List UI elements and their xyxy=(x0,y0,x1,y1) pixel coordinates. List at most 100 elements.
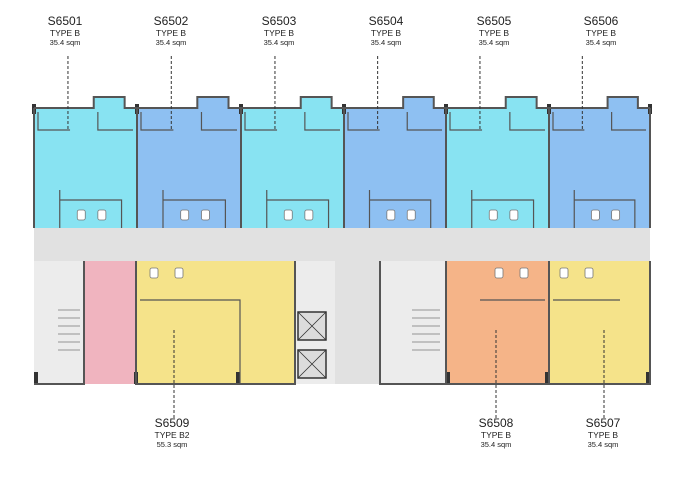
unit-s6502-inner-wall xyxy=(140,112,174,131)
unit-code: S6503 xyxy=(261,14,297,28)
unit-type: TYPE B xyxy=(370,28,402,38)
toilet-fixture xyxy=(201,209,210,221)
stair-left xyxy=(34,261,84,384)
unit-s6504-inner-wall xyxy=(347,112,380,131)
toilet-fixture xyxy=(488,209,498,221)
unit-s6504-bath-wall xyxy=(368,190,432,228)
unit-s6502-fill xyxy=(137,108,241,228)
unit-code: S6509 xyxy=(154,416,190,430)
unit-s6509-wall xyxy=(135,261,296,385)
unit-s6505-bath-wall xyxy=(471,190,535,228)
unit-s6503-fill xyxy=(241,108,344,228)
unit-type: TYPE B xyxy=(480,430,512,440)
unit-s6503-inner-wall xyxy=(244,112,278,131)
unit-label-s6503: S6503 TYPE B 35.4 sqm xyxy=(234,14,324,48)
toilet-fixture xyxy=(584,267,594,279)
top-units xyxy=(34,97,650,228)
unit-s6503-bath-wall xyxy=(266,190,330,228)
toilet-fixture xyxy=(97,209,107,221)
unit-s6501-bay xyxy=(93,97,125,109)
unit-code: S6506 xyxy=(583,14,619,28)
unit-s6501-bath-wall xyxy=(59,190,123,228)
toilet-fixture xyxy=(519,267,529,279)
unit-s6506-top-wall xyxy=(549,96,650,109)
unit-type: TYPE B xyxy=(49,28,81,38)
unit-area: 35.4 sqm xyxy=(49,38,81,47)
corridor xyxy=(34,228,650,261)
unit-code: S6501 xyxy=(47,14,83,28)
unit-east-wall xyxy=(446,261,651,385)
unit-code: S6508 xyxy=(478,416,514,430)
toilet-fixture xyxy=(304,209,314,221)
toilet-fixture xyxy=(149,267,159,279)
column xyxy=(646,372,650,384)
toilet-fixture xyxy=(559,267,569,279)
unit-type: TYPE B xyxy=(263,28,295,38)
toilet-fixture xyxy=(494,267,504,279)
unit-s6502-top-wall xyxy=(137,96,241,109)
unit-area: 55.3 sqm xyxy=(156,440,188,449)
unit-s6502-bath-wall xyxy=(162,190,226,228)
unit-s6509-fill xyxy=(136,261,295,384)
column xyxy=(236,372,240,384)
unit-type: TYPE B xyxy=(478,28,510,38)
unit-type: TYPE B xyxy=(585,28,617,38)
column xyxy=(446,372,450,384)
unit-s6503-top-wall xyxy=(241,96,344,109)
unit-s6506-bay xyxy=(607,97,638,109)
toilet-fixture xyxy=(386,209,396,221)
toilet-fixture xyxy=(509,209,519,221)
unit-s6503-bay xyxy=(300,97,332,109)
walls xyxy=(33,96,651,385)
unit-label-s6501: S6501 TYPE B 35.4 sqm xyxy=(20,14,110,48)
column xyxy=(34,372,38,384)
unit-s6504-top-wall xyxy=(344,96,446,109)
unit-code: S6505 xyxy=(476,14,512,28)
unit-code: S6507 xyxy=(585,416,621,430)
stair-right-wall xyxy=(379,261,447,385)
toilet-fixture xyxy=(591,209,600,221)
toilet-fixture xyxy=(174,267,184,279)
unit-label-s6502: S6502 TYPE B 35.4 sqm xyxy=(126,14,216,48)
unit-area: 35.4 sqm xyxy=(155,38,187,47)
lift-cross xyxy=(297,311,327,341)
unit-label-s6509: S6509 TYPE B2 55.3 sqm xyxy=(127,416,217,450)
unit-s6502-bay xyxy=(197,97,229,109)
column xyxy=(545,372,549,384)
unit-s6507-fill xyxy=(549,261,650,384)
unit-s6501-inner-wall xyxy=(37,112,71,131)
unit-code: S6502 xyxy=(153,14,189,28)
unit-s6504-bay xyxy=(403,97,434,109)
unit-s6501-inner-wall xyxy=(97,112,133,131)
unit-s6503-inner-wall xyxy=(304,112,340,131)
lobby xyxy=(335,261,380,384)
lift-cross xyxy=(297,349,327,379)
unit-s6506-bath-wall xyxy=(573,190,636,228)
stair-right xyxy=(380,261,446,384)
unit-s6501-top-wall xyxy=(34,96,137,109)
unit-type: TYPE B2 xyxy=(154,430,190,440)
unit-label-s6507: S6507 TYPE B 35.4 sqm xyxy=(558,416,648,450)
unit-area: 35.4 sqm xyxy=(263,38,295,47)
unit-s6505-inner-wall xyxy=(449,112,483,131)
unit-type: TYPE B xyxy=(587,430,619,440)
unit-area: 35.4 sqm xyxy=(478,38,510,47)
unit-s6504-inner-wall xyxy=(406,112,442,131)
leader-lines xyxy=(67,56,605,420)
unit-label-s6505: S6505 TYPE B 35.4 sqm xyxy=(449,14,539,48)
unit-s6506-fill xyxy=(549,108,650,228)
stair-left-wall xyxy=(34,261,85,385)
unit-s6501-fill xyxy=(34,108,137,228)
unit-area: 35.4 sqm xyxy=(480,440,512,449)
unit-s6505-top-wall xyxy=(446,96,549,109)
unit-area: 35.4 sqm xyxy=(585,38,617,47)
unit-label-s6504: S6504 TYPE B 35.4 sqm xyxy=(341,14,431,48)
unit-s6505-inner-wall xyxy=(509,112,545,131)
unit-label-s6506: S6506 TYPE B 35.4 sqm xyxy=(556,14,646,48)
unit-type: TYPE B xyxy=(155,28,187,38)
toilet-fixture xyxy=(406,209,416,221)
toilet-fixture xyxy=(283,209,293,221)
unit-code: S6504 xyxy=(368,14,404,28)
unit-s6505-fill xyxy=(446,108,549,228)
